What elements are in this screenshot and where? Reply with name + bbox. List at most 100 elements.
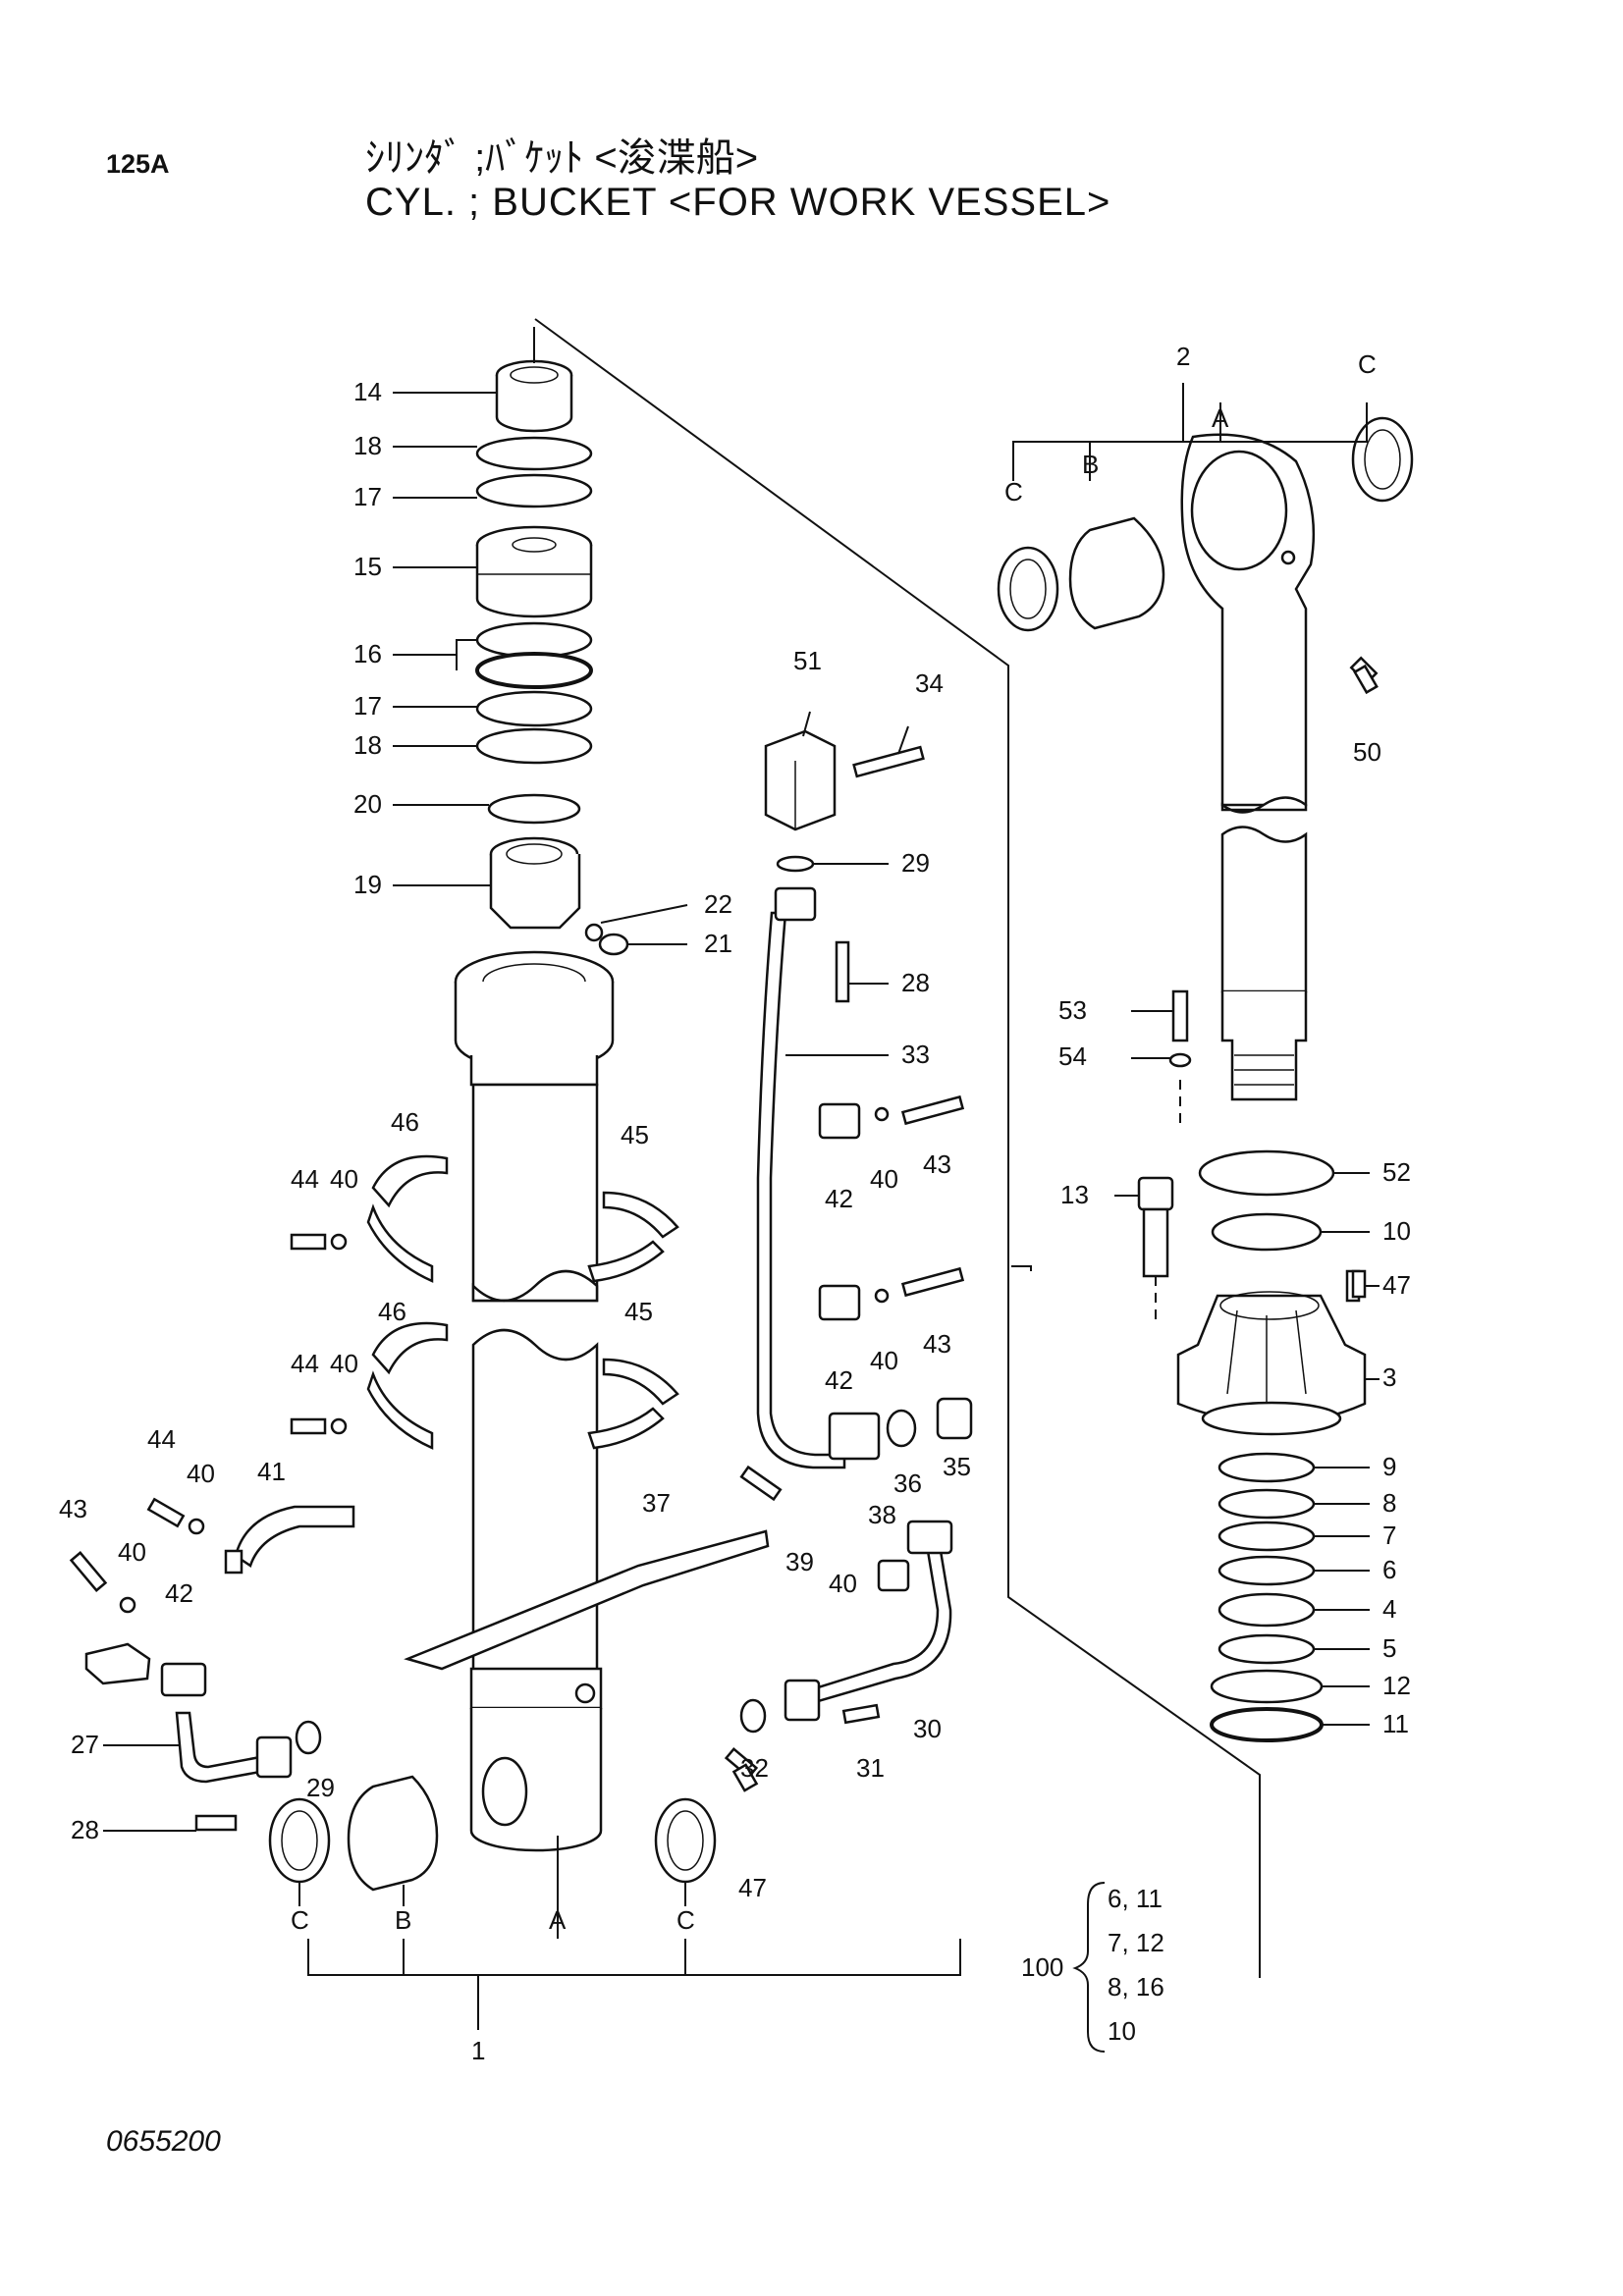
callout-c: C <box>1004 477 1023 507</box>
leader-lines <box>103 392 1380 1832</box>
bushing-icon <box>495 359 573 433</box>
kit-number: 100 <box>1021 1952 1063 1982</box>
seal-ring-stack <box>1210 1452 1324 1742</box>
grease-nipple-icon <box>1353 664 1379 695</box>
callout-12: 12 <box>1382 1671 1411 1700</box>
callout-16: 16 <box>353 639 382 668</box>
kit-item: 7, 12 <box>1108 1928 1164 1957</box>
seal-ring-icon <box>475 690 593 727</box>
callout-3: 3 <box>1382 1362 1396 1392</box>
callout-37: 37 <box>642 1488 671 1518</box>
grease-nipple-icon <box>1351 1269 1367 1299</box>
callout-46: 46 <box>378 1297 406 1326</box>
assembly-frame-lines <box>534 318 1261 1978</box>
set-screw-icon <box>598 933 629 956</box>
callout-17: 17 <box>353 482 382 511</box>
callout-42: 42 <box>165 1578 193 1608</box>
callout-5: 5 <box>1382 1633 1396 1663</box>
callout-18: 18 <box>353 730 382 760</box>
callout-45: 45 <box>624 1297 653 1326</box>
kit-item: 6, 11 <box>1108 1884 1163 1913</box>
clamp-band-icon <box>290 1321 679 1450</box>
callout-29: 29 <box>306 1773 335 1802</box>
callout-50: 50 <box>1353 737 1381 767</box>
group-bracket-2 <box>1012 383 1368 481</box>
callout-40: 40 <box>118 1537 146 1567</box>
callout-a: A <box>1212 403 1229 433</box>
bolt-icon <box>1137 1176 1174 1278</box>
callout-33: 33 <box>901 1040 930 1069</box>
callout-9: 9 <box>1382 1452 1396 1481</box>
callout-34: 34 <box>915 668 944 698</box>
title-japanese: ｼﾘﾝﾀﾞ ;ﾊﾞｹｯﾄ <浚渫船> <box>365 136 759 180</box>
nut-icon <box>489 836 581 930</box>
callout-43: 43 <box>59 1494 87 1523</box>
group-bracket-1 <box>298 1836 961 2030</box>
seal-ring-icon <box>1211 1212 1323 1252</box>
bracket-block-icon <box>818 1095 965 1321</box>
title-english: CYL. ; BUCKET <FOR WORK VESSEL> <box>365 181 1111 224</box>
callout-46: 46 <box>391 1107 419 1137</box>
callout-44: 44 <box>147 1424 176 1454</box>
callout-43: 43 <box>923 1149 951 1179</box>
callout-labels: 14 18 17 15 16 17 18 20 19 22 21 51 34 2… <box>59 342 1411 2065</box>
callout-28: 28 <box>901 968 930 997</box>
kit-list: 100 6, 11 7, 12 8, 16 10 <box>1021 1884 1164 2046</box>
callout-43: 43 <box>923 1329 951 1359</box>
callout-1: 1 <box>471 2036 485 2065</box>
ball-icon <box>584 923 604 942</box>
callout-4: 4 <box>1382 1594 1396 1624</box>
callout-45: 45 <box>621 1120 649 1149</box>
seal-ring-icon <box>475 727 593 765</box>
callout-b: B <box>1082 450 1099 479</box>
callout-27: 27 <box>71 1730 99 1759</box>
valve-block-icon <box>764 729 925 1003</box>
kit-brace <box>1072 1882 1106 2053</box>
page-number: 125A <box>106 149 170 179</box>
cylinder-head-icon <box>1176 1269 1367 1436</box>
callout-28: 28 <box>71 1815 99 1844</box>
callout-44: 44 <box>291 1349 319 1378</box>
callout-20: 20 <box>353 789 382 819</box>
callout-40: 40 <box>330 1164 358 1194</box>
callout-c: C <box>676 1905 695 1935</box>
callout-7: 7 <box>1382 1521 1396 1550</box>
callout-39: 39 <box>785 1547 814 1576</box>
callout-2: 2 <box>1176 342 1190 371</box>
callout-19: 19 <box>353 870 382 899</box>
drawing-code: 0655200 <box>106 2125 221 2158</box>
callout-41: 41 <box>257 1457 286 1486</box>
callout-47: 47 <box>738 1873 767 1902</box>
callout-42: 42 <box>825 1184 853 1213</box>
cylinder-tube-icon <box>454 950 615 1852</box>
callout-53: 53 <box>1058 995 1087 1025</box>
callout-13: 13 <box>1060 1180 1089 1209</box>
callout-29: 29 <box>901 848 930 878</box>
callout-30: 30 <box>913 1714 942 1743</box>
seal-ring-icon <box>475 652 593 689</box>
plate-icon <box>1198 1149 1335 1197</box>
callout-38: 38 <box>868 1500 896 1529</box>
callout-40: 40 <box>187 1459 215 1488</box>
bushing-group-left <box>194 1465 910 1892</box>
callout-40: 40 <box>829 1569 857 1598</box>
callout-22: 22 <box>704 889 732 919</box>
lower-clamp-group <box>69 1497 355 1685</box>
bracket-icon <box>404 1529 770 1671</box>
callout-10: 10 <box>1382 1216 1411 1246</box>
callout-18: 18 <box>353 431 382 460</box>
callout-11: 11 <box>1382 1709 1409 1738</box>
callout-c: C <box>1358 349 1377 379</box>
clamp-band-icon <box>290 1154 679 1283</box>
callout-17: 17 <box>353 691 382 721</box>
callout-42: 42 <box>825 1365 853 1395</box>
pipe-icon <box>160 886 953 1784</box>
callout-47: 47 <box>1382 1270 1411 1300</box>
seal-ring-icon <box>475 436 593 471</box>
washer-icon <box>487 793 581 825</box>
callout-b: B <box>395 1905 411 1935</box>
piston-rod-icon <box>1180 433 1316 1101</box>
callout-40: 40 <box>330 1349 358 1378</box>
callout-14: 14 <box>353 377 382 406</box>
